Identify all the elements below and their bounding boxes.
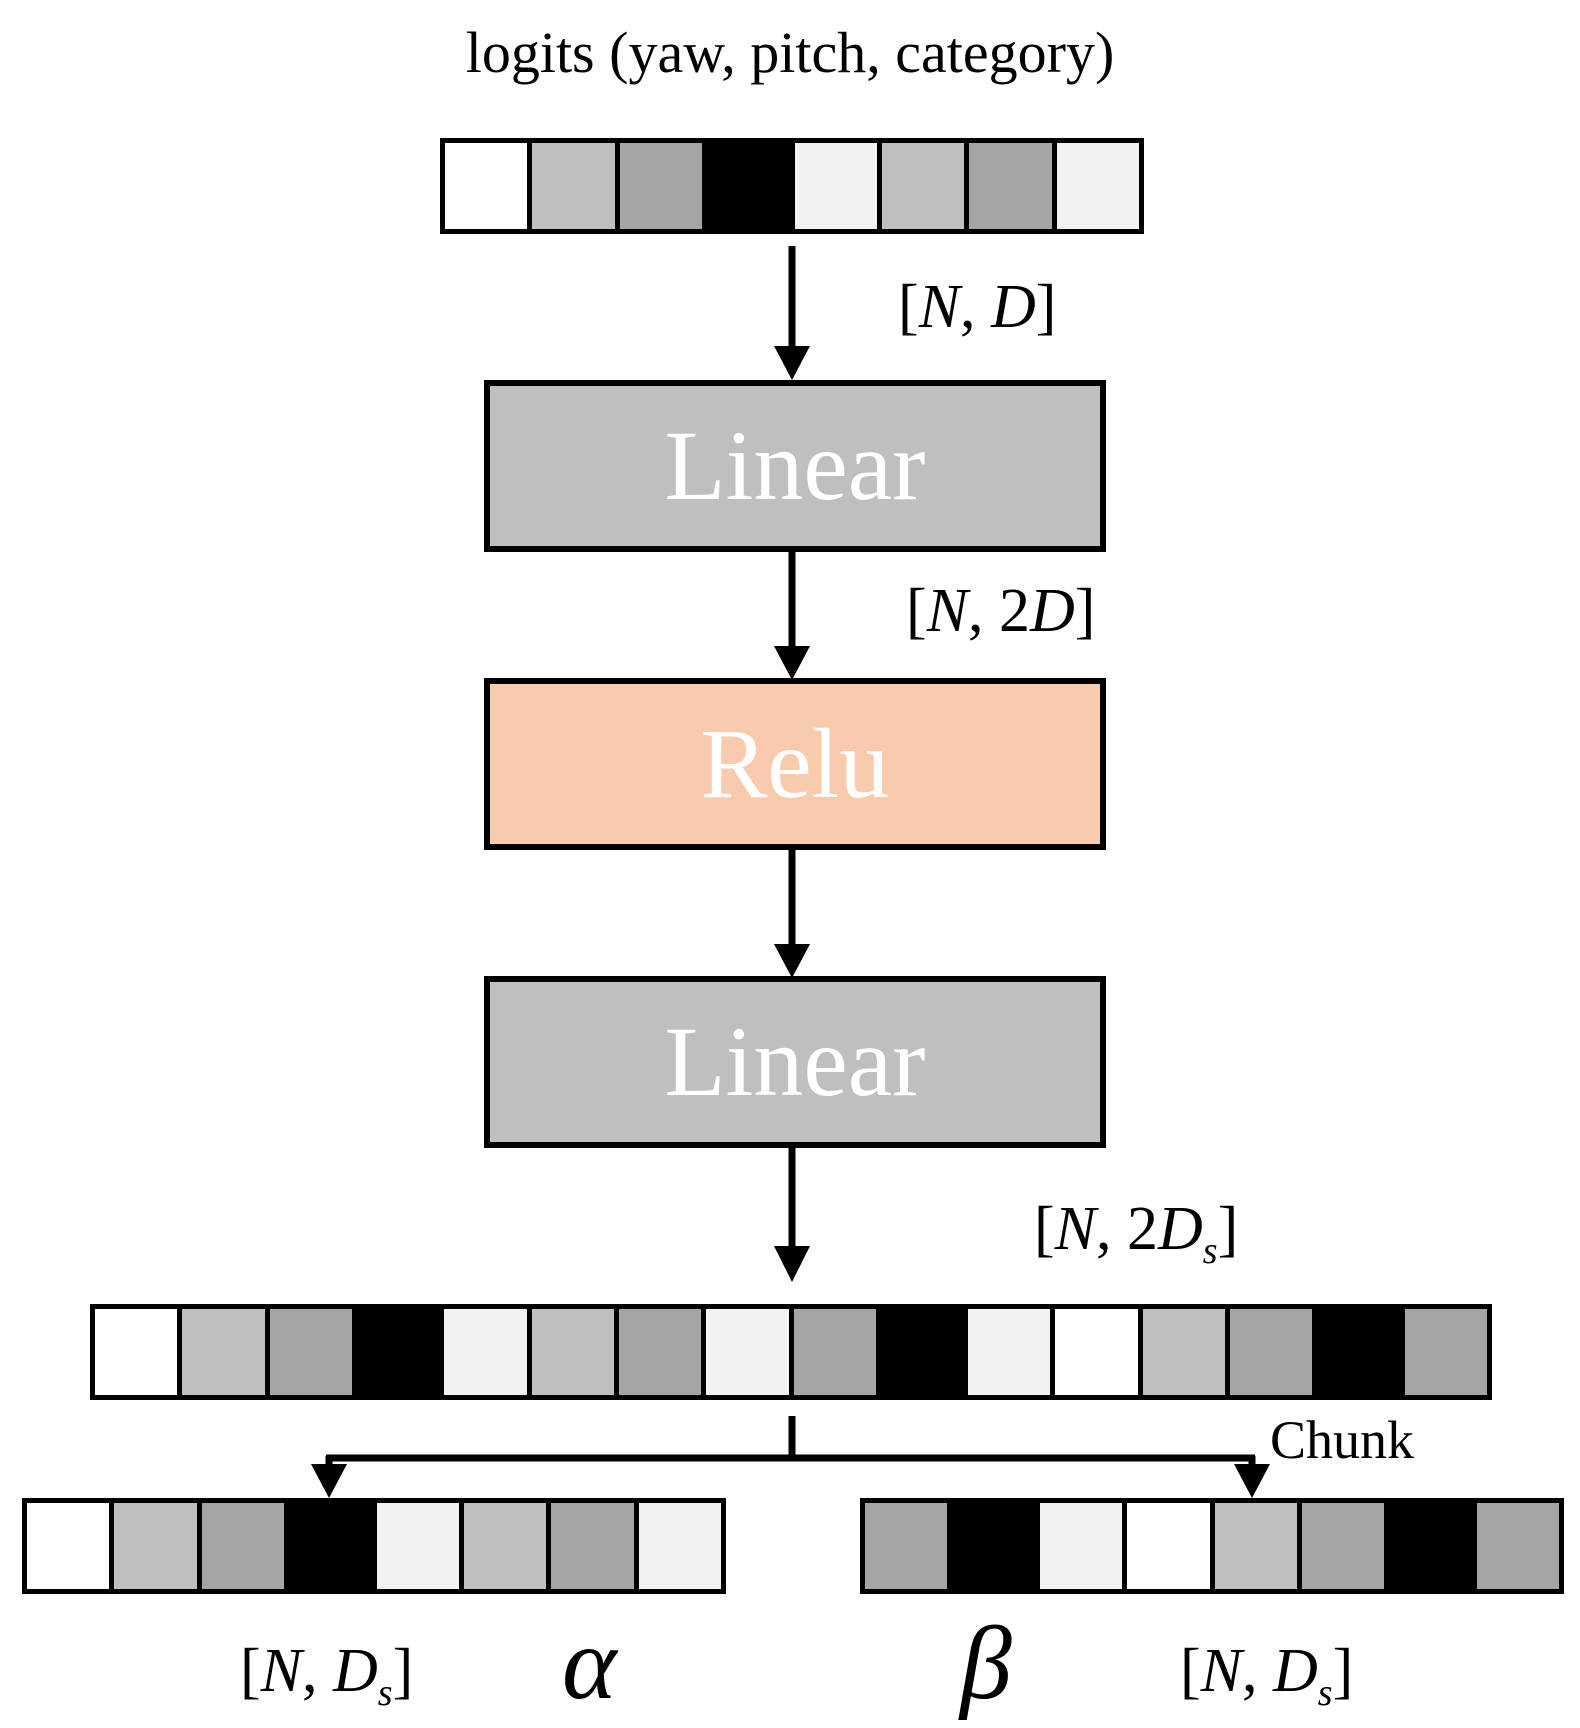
- vector-cell: [269, 1309, 357, 1395]
- chunk-right-arrowhead: [1234, 1464, 1270, 1498]
- dim-label-n-d: [N, D]: [898, 273, 1057, 341]
- beta-symbol: β: [960, 1606, 1012, 1721]
- vector-cell: [1056, 143, 1139, 229]
- vector-cell: [638, 1503, 721, 1589]
- vector-cell: [1230, 1309, 1318, 1395]
- vector-cell: [952, 1503, 1040, 1589]
- dim-label-n-2ds: [N, 2Ds]: [1034, 1195, 1239, 1272]
- vector-cell: [707, 143, 795, 229]
- vector-cell: [794, 143, 882, 229]
- diagram-title: logits (yaw, pitch, category): [465, 20, 1115, 85]
- vector-cell: [880, 1309, 969, 1395]
- dim-label-beta: [N, Ds]: [1180, 1637, 1354, 1714]
- vector-cell: [968, 1309, 1056, 1395]
- output-vector: [90, 1304, 1492, 1400]
- vector-cell: [1301, 1503, 1390, 1589]
- chunk-label: Chunk: [1270, 1410, 1415, 1470]
- vector-cell: [793, 1309, 881, 1395]
- vector-cell: [551, 1503, 639, 1589]
- vector-cell: [1389, 1503, 1477, 1589]
- vector-cell: [1039, 1503, 1128, 1589]
- vector-cell: [969, 143, 1057, 229]
- vector-cell: [463, 1503, 552, 1589]
- vector-cell: [376, 1503, 464, 1589]
- arrowhead-logits-to-linear: [774, 346, 810, 380]
- vector-cell: [1055, 1309, 1143, 1395]
- vector-cell: [1317, 1309, 1405, 1395]
- linear-block-1: Linear: [484, 380, 1106, 552]
- dim-label-alpha: [N, Ds]: [240, 1637, 414, 1714]
- vector-cell: [445, 143, 533, 229]
- vector-cell: [114, 1503, 202, 1589]
- vector-cell: [1127, 1503, 1215, 1589]
- vector-cell: [706, 1309, 794, 1395]
- vector-cell: [1476, 1503, 1559, 1589]
- vector-cell: [444, 1309, 532, 1395]
- vector-cell: [1142, 1309, 1231, 1395]
- logits-vector: [440, 138, 1144, 234]
- vector-cell: [865, 1503, 953, 1589]
- relu-block: Relu: [484, 678, 1106, 850]
- arrowhead-linear-to-relu: [774, 646, 810, 680]
- arrowhead-relu-to-linear: [774, 944, 810, 978]
- vector-cell: [1214, 1503, 1302, 1589]
- vector-cell: [532, 143, 620, 229]
- vector-cell: [201, 1503, 290, 1589]
- vector-cell: [27, 1503, 115, 1589]
- beta-vector: [860, 1498, 1564, 1594]
- vector-cell: [618, 1309, 707, 1395]
- vector-cell: [619, 143, 708, 229]
- vector-cell: [881, 143, 970, 229]
- linear-block-2: Linear: [484, 976, 1106, 1148]
- alpha-symbol: α: [562, 1606, 617, 1721]
- vector-cell: [95, 1309, 183, 1395]
- vector-cell: [289, 1503, 377, 1589]
- vector-cell: [182, 1309, 270, 1395]
- vector-cell: [1404, 1309, 1487, 1395]
- vector-cell: [356, 1309, 445, 1395]
- vector-cell: [531, 1309, 619, 1395]
- alpha-vector: [22, 1498, 726, 1594]
- chunk-left-arrowhead: [311, 1464, 347, 1498]
- dim-label-n-2d: [N, 2D]: [906, 577, 1096, 645]
- arrowhead-linear-to-output: [774, 1246, 810, 1282]
